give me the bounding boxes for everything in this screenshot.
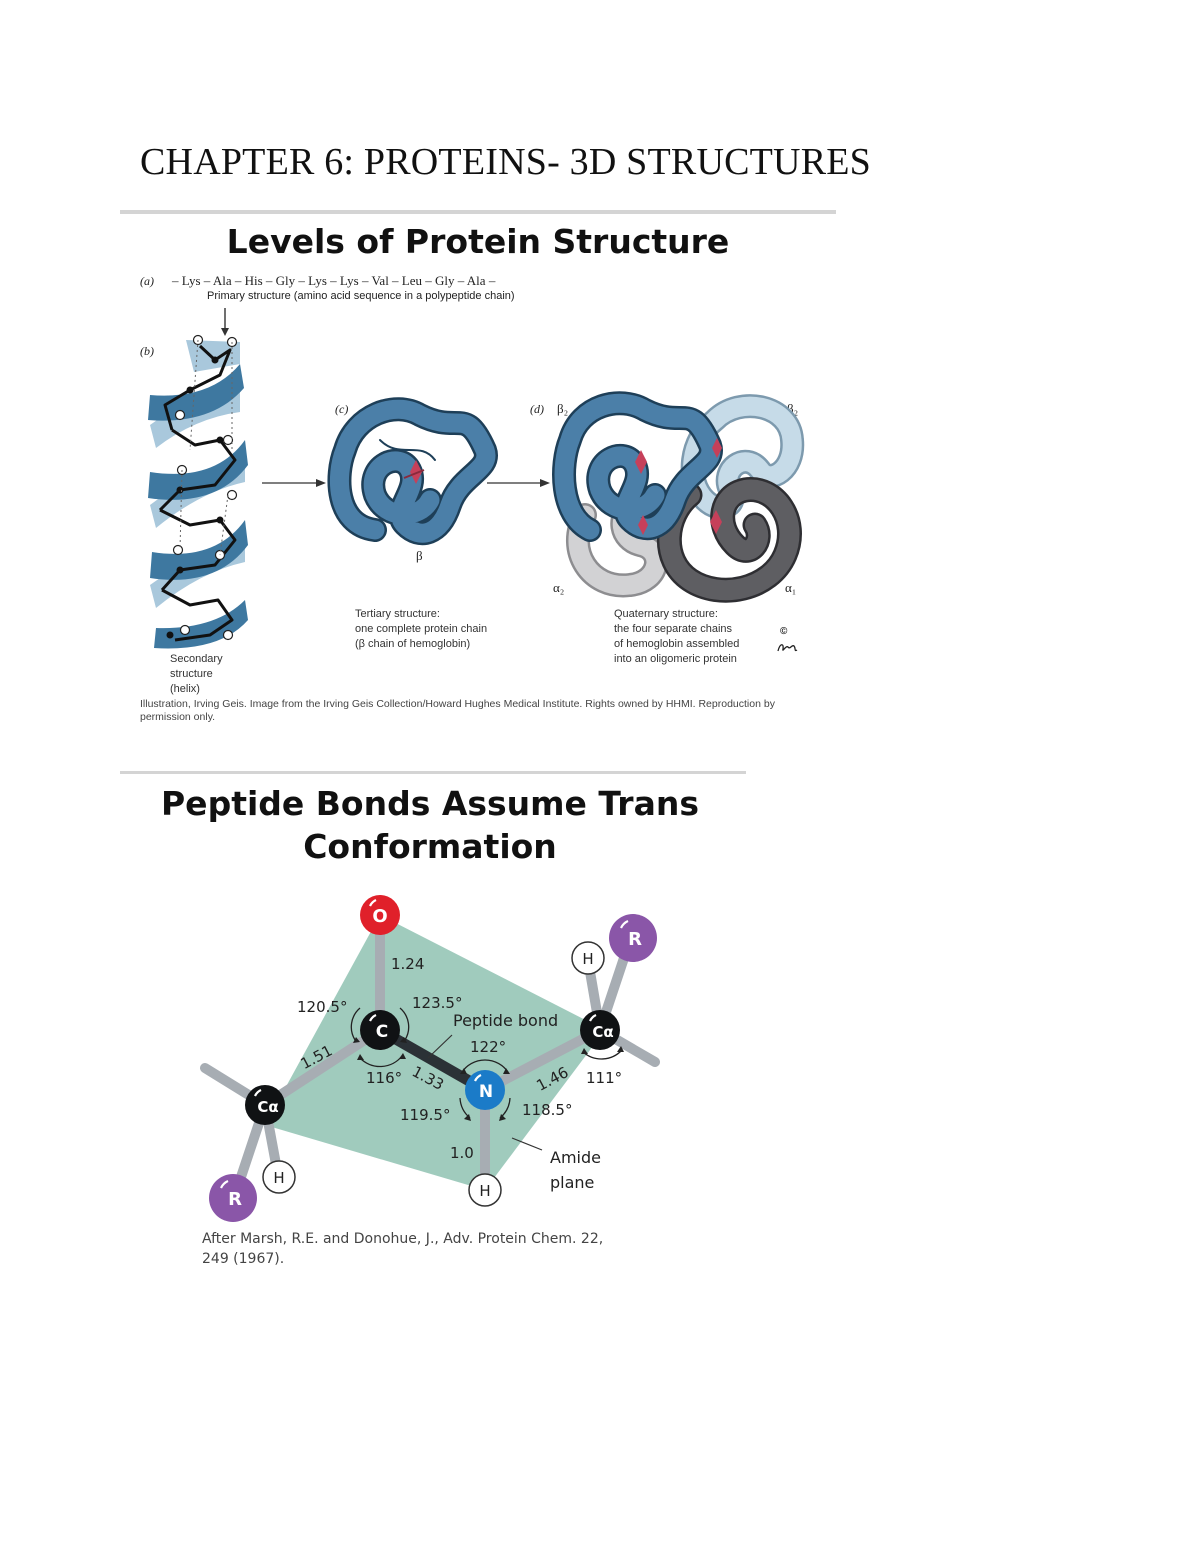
tertiary-structure-caption: Tertiary structure: one complete protein… [355, 608, 488, 650]
amide-plane-label: Amide plane [550, 1148, 601, 1192]
hydrogen-atom-amide: H [468, 1173, 502, 1207]
secondary-structure-caption: Secondary structure (helix) [170, 653, 223, 695]
geis-signature-logo [776, 641, 798, 655]
beta2-right-label: β₂ [787, 401, 799, 416]
r-group-right: R [609, 914, 657, 962]
svg-text:R: R [628, 929, 642, 950]
angle-119-5: 119.5° [400, 1106, 450, 1124]
angle-123-5: 123.5° [412, 994, 462, 1012]
illustration-credit: Illustration, Irving Geis. Image from th… [140, 698, 775, 723]
angle-118-5: 118.5° [522, 1101, 572, 1119]
r-group-left: R [209, 1174, 257, 1222]
svg-text:Cα: Cα [592, 1023, 613, 1041]
length-n-h: 1.0 [450, 1144, 474, 1162]
oxygen-atom: O [360, 895, 400, 935]
angle-111: 111° [586, 1069, 622, 1087]
beta-chain-tertiary [327, 397, 498, 546]
alpha2-label: α₂ [553, 580, 565, 595]
svg-text:H: H [582, 950, 593, 968]
heme-groups-quaternary [635, 438, 722, 535]
peptide-bond-stick [374, 1024, 491, 1096]
svg-text:N: N [479, 1082, 493, 1102]
label-a: (a) [140, 274, 154, 288]
arrow-helix-to-tertiary [262, 479, 326, 487]
slide1-title: Levels of Protein Structure [226, 222, 730, 261]
slide1-top-rule [120, 210, 836, 214]
svg-text:R: R [228, 1189, 242, 1210]
alpha-helix-drawing [148, 334, 248, 649]
label-d: (d) [530, 402, 544, 416]
primary-structure-caption: Primary structure (amino acid sequence i… [207, 290, 515, 302]
angle-120-5: 120.5° [297, 998, 347, 1016]
reference-citation: After Marsh, R.E. and Donohue, J., Adv. … [202, 1231, 604, 1267]
protein-structure-illustration [148, 308, 805, 649]
nitrogen-atom: N [465, 1070, 505, 1110]
amide-plane-leader [511, 1137, 543, 1151]
slide2-title: Peptide Bonds Assume Trans Conformation [161, 784, 699, 866]
hydrogen-atom-right: H [571, 941, 605, 975]
arrow-tertiary-to-quaternary [487, 479, 550, 487]
svg-text:Cα: Cα [257, 1098, 278, 1116]
angle-116: 116° [366, 1069, 402, 1087]
peptide-bond-leader [427, 1034, 453, 1059]
svg-text:H: H [273, 1169, 284, 1187]
beta-label: β [416, 548, 423, 563]
amide-plane [265, 915, 605, 1190]
beta2-left-label: β₂ [557, 401, 569, 416]
arrow-primary-to-helix [221, 308, 229, 336]
carbonyl-carbon-atom: C [360, 1010, 400, 1050]
angle-arrowheads [353, 1037, 624, 1121]
hemoglobin-quaternary [552, 391, 805, 603]
peptide-bond-diagram: O C N Cα Cα R R H H H [200, 895, 660, 1222]
alpha1-label: α₁ [785, 580, 797, 595]
alpha-carbon-right-atom: Cα [580, 1010, 620, 1050]
length-c-o: 1.24 [391, 955, 424, 973]
copyright-mark: © [780, 626, 788, 637]
quaternary-structure-caption: Quaternary structure: the four separate … [614, 608, 740, 665]
svg-text:O: O [372, 906, 387, 927]
svg-text:C: C [376, 1022, 388, 1042]
alpha-carbon-left-atom: Cα [245, 1085, 285, 1125]
amino-acid-sequence: – Lys – Ala – His – Gly – Lys – Lys – Va… [172, 273, 496, 288]
slide2-top-rule [120, 771, 746, 774]
chapter-title: CHAPTER 6: PROTEINS- 3D STRUCTURES [140, 141, 871, 183]
label-c: (c) [335, 402, 349, 416]
label-b: (b) [140, 344, 154, 358]
svg-text:H: H [479, 1182, 490, 1200]
hydrogen-atom-left: H [262, 1160, 296, 1194]
peptide-bond-label: Peptide bond [453, 1011, 559, 1030]
heme-group-tertiary [403, 460, 425, 484]
angle-122: 122° [470, 1038, 506, 1056]
